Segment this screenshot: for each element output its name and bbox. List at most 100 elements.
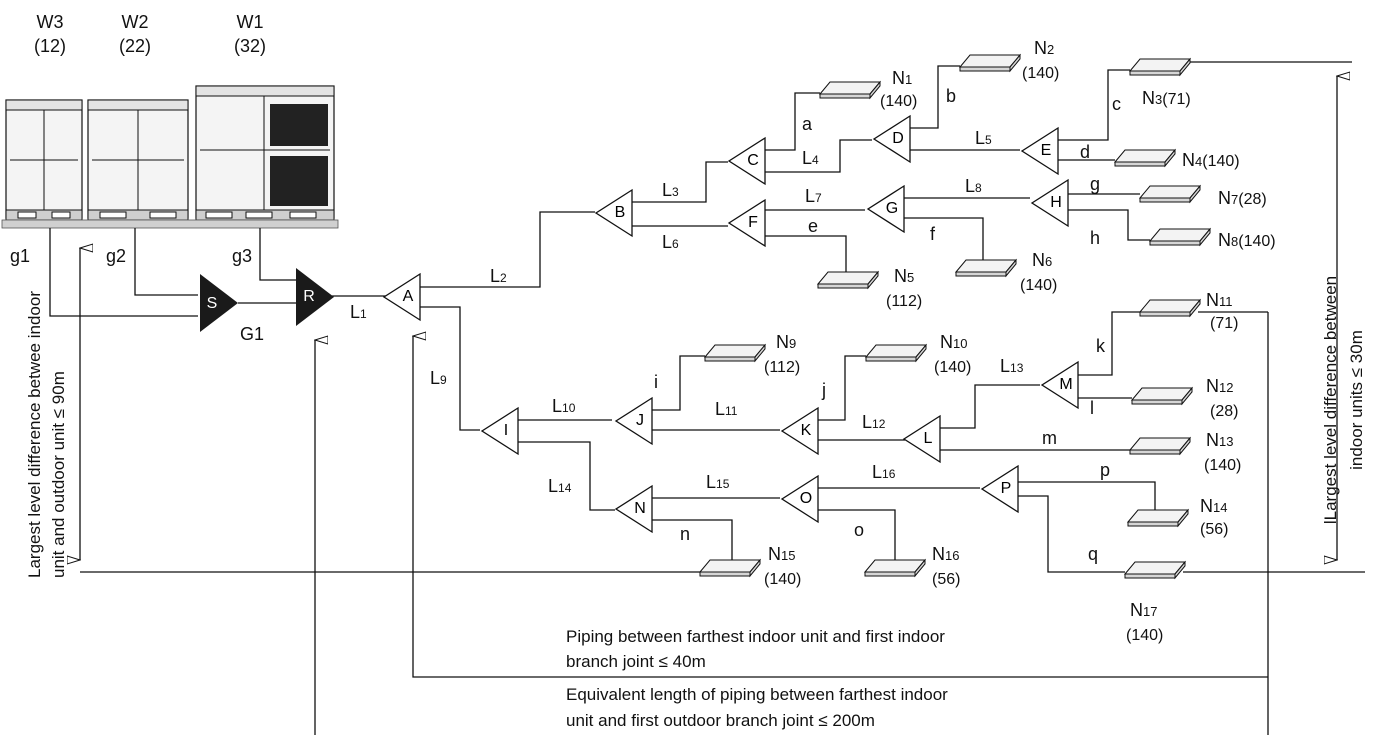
joint-f: F xyxy=(727,198,766,248)
pipe-label-l15: L15 xyxy=(706,472,730,492)
pipe-label-l10: L10 xyxy=(552,396,576,416)
indoor-unit-n13 xyxy=(1128,436,1192,456)
outdoor-joint-r-label: R xyxy=(303,288,315,305)
indoor-unit-n7 xyxy=(1138,184,1202,204)
indoor-unit-n15-name: N15 xyxy=(768,544,795,564)
indoor-unit-n10-cap: (140) xyxy=(934,359,971,376)
pipe-label-l1: L1 xyxy=(350,302,367,322)
joint-k-label: K xyxy=(801,422,812,439)
joint-j-label: J xyxy=(636,412,644,429)
pipe-label-l2: L2 xyxy=(490,266,507,286)
indoor-unit-n9 xyxy=(703,343,767,363)
indoor-unit-n15 xyxy=(698,558,762,578)
indoor-unit-n14-cap: (56) xyxy=(1200,521,1228,538)
indoor-unit-n1 xyxy=(818,80,882,100)
joint-c: C xyxy=(727,136,766,186)
indoor-unit-n12-cap: (28) xyxy=(1210,403,1238,420)
pipe-label-l12: L12 xyxy=(862,412,886,432)
joint-g-label: G xyxy=(886,200,898,217)
branch-label-l: l xyxy=(1090,398,1094,418)
joint-a-label: A xyxy=(403,288,414,305)
branch-label-b: b xyxy=(946,86,956,106)
pipe-label-l14: L14 xyxy=(548,476,572,496)
indoor-unit-n6-cap: (140) xyxy=(1020,277,1057,294)
outdoor-base-rail xyxy=(1,219,339,229)
branch-label-k: k xyxy=(1096,336,1106,356)
indoor-unit-n16 xyxy=(863,558,927,578)
outdoor-joint-s-label: S xyxy=(207,295,218,312)
indoor-unit-n2-name: N2 xyxy=(1034,38,1054,58)
pipe-label-g1: g1 xyxy=(10,246,30,266)
joint-i-label: I xyxy=(504,422,508,439)
pipe-label-g3: g3 xyxy=(232,246,252,266)
joint-k: K xyxy=(780,406,819,456)
pipe-label-l6: L6 xyxy=(662,232,679,252)
joint-m-label: M xyxy=(1059,376,1072,393)
branch-label-n: n xyxy=(680,524,690,544)
indoor-unit-n12-name: N12 xyxy=(1206,376,1233,396)
pipe-label-l16: L16 xyxy=(872,462,896,482)
pipe-label-l8: L8 xyxy=(965,176,982,196)
first-indoor-branch-dimension xyxy=(413,336,1268,678)
note-right-line2: indoor units ≤ 30m xyxy=(1347,330,1366,470)
indoor-unit-n12 xyxy=(1130,386,1194,406)
indoor-unit-n16-name: N16 xyxy=(932,544,959,564)
joint-c-label: C xyxy=(747,152,759,169)
pipe-label-l13: L13 xyxy=(1000,356,1024,376)
joint-i: I xyxy=(480,406,519,456)
indoor-unit-n1-name: N1 xyxy=(892,68,912,88)
branch-label-o: o xyxy=(854,520,864,540)
indoor-unit-n6-name: N6 xyxy=(1032,250,1052,270)
branch-label-q: q xyxy=(1088,544,1098,564)
main-pipe-labels: L1 L2 L3 L4 L5 L6 L7 L8 L9 L10 L11 L12 L… xyxy=(350,128,1024,496)
joint-o-label: O xyxy=(800,490,812,507)
outdoor-unit-w3-capacity: (12) xyxy=(34,36,66,56)
branch-label-c: c xyxy=(1112,94,1121,114)
outdoor-unit-w1-capacity: (32) xyxy=(234,36,266,56)
joint-e: E xyxy=(1020,126,1059,176)
joint-l: L xyxy=(902,414,941,464)
indoor-unit-n5-cap: (112) xyxy=(886,293,922,310)
indoor-unit-n4-name: N4(140) xyxy=(1182,150,1240,170)
joint-l-label: L xyxy=(924,430,933,447)
indoor-unit-n11-name: N11 xyxy=(1206,290,1233,310)
indoor-unit-n4 xyxy=(1113,148,1177,168)
joint-e-label: E xyxy=(1041,142,1052,159)
indoor-unit-n2 xyxy=(958,53,1022,73)
indoor-unit-n13-cap: (140) xyxy=(1204,457,1241,474)
indoor-unit-n8-name: N8(140) xyxy=(1218,230,1276,250)
branch-label-a: a xyxy=(802,114,813,134)
indoor-unit-n15-cap: (140) xyxy=(764,571,801,588)
outdoor-unit-w1-name: W1 xyxy=(237,12,264,32)
joint-h-label: H xyxy=(1050,194,1062,211)
joint-d: D xyxy=(872,114,911,164)
outdoor-joint-s: S xyxy=(200,274,238,332)
indoor-unit-labels: N1 (140) N2 (140) N3(71) N4(140) N5 (112… xyxy=(764,38,1276,644)
note-right-line1: lLargest level difference between xyxy=(1321,276,1340,524)
indoor-unit-n16-cap: (56) xyxy=(932,571,960,588)
outdoor-piping xyxy=(49,228,386,317)
joint-a: A xyxy=(382,272,421,322)
indoor-unit-n3 xyxy=(1128,57,1192,77)
outdoor-unit-w1: W1 (32) xyxy=(195,12,335,221)
pipe-label-l5: L5 xyxy=(975,128,992,148)
pipe-label-l7: L7 xyxy=(805,186,822,206)
joint-p: P xyxy=(980,464,1019,514)
joint-f-label: F xyxy=(748,214,758,231)
indoor-unit-n17-cap: (140) xyxy=(1126,627,1163,644)
joint-n: N xyxy=(614,484,653,534)
dimension-lines xyxy=(80,61,1365,735)
indoor-unit-n7-name: N7(28) xyxy=(1218,188,1267,208)
indoor-unit-n6 xyxy=(954,258,1018,278)
joint-d-label: D xyxy=(892,130,904,147)
indoor-unit-n1-cap: (140) xyxy=(880,93,917,110)
indoor-unit-n9-name: N9 xyxy=(776,332,796,352)
pipe-label-l4: L4 xyxy=(802,148,819,168)
indoor-unit-n3-name: N3(71) xyxy=(1142,88,1191,108)
joint-p-label: P xyxy=(1001,480,1012,497)
branch-pipe-labels: a b c d e f g h i j k l m n o p q xyxy=(654,86,1121,564)
pipe-label-g2: g2 xyxy=(106,246,126,266)
note-bottom1-line2: branch joint ≤ 40m xyxy=(566,652,706,671)
indoor-unit-n14 xyxy=(1126,508,1190,528)
indoor-unit-n10-name: N10 xyxy=(940,332,967,352)
